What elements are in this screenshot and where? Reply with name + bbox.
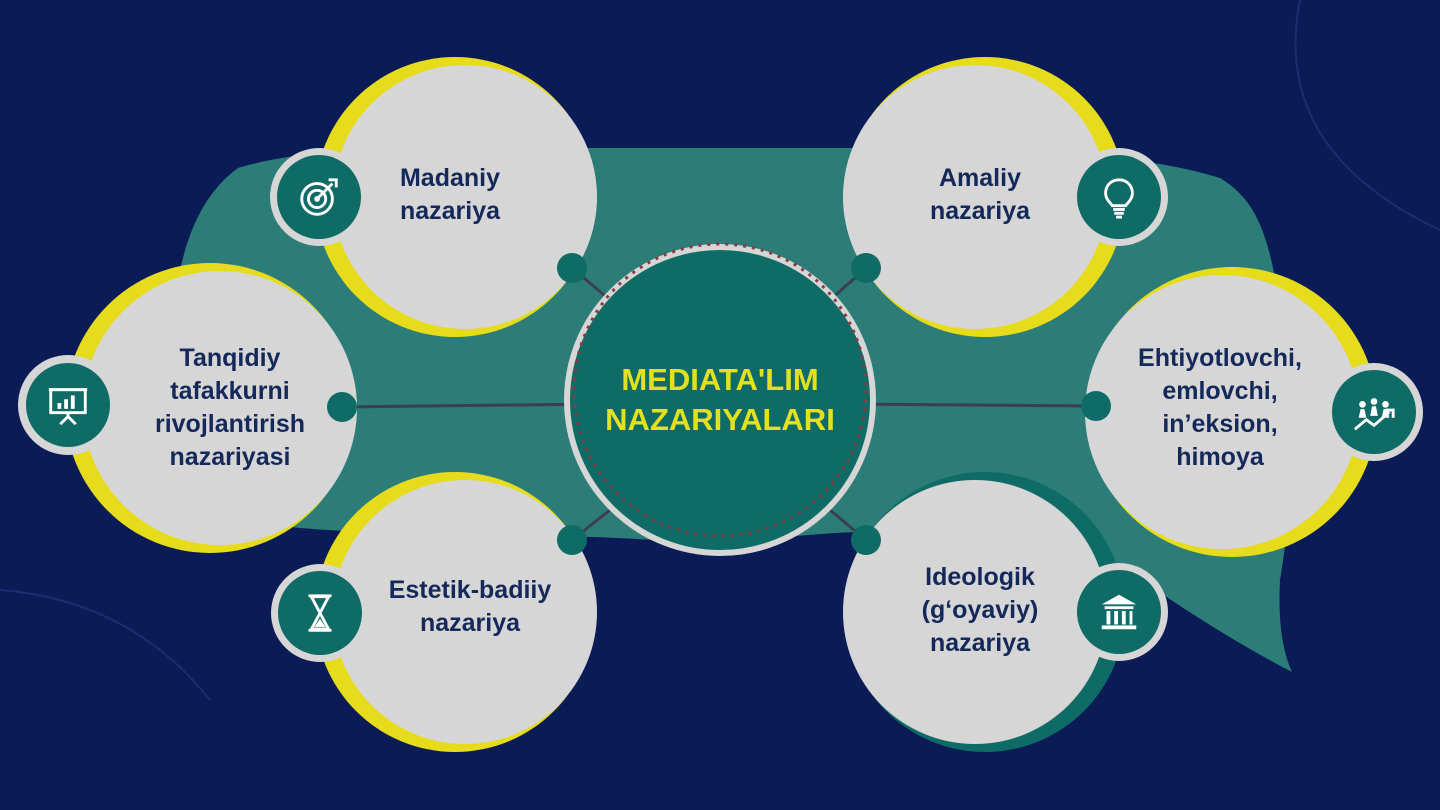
node-label-line: nazariya [929,628,1031,657]
connector-dots [327,253,1111,555]
node-label-amaliy: Amaliy nazariya [880,150,1080,240]
node-label-ehtiyotlovchi: Ehtiyotlovchi, emlovchi, in’eksion, himo… [1110,335,1330,480]
node-label-line: Tanqidiy [179,343,281,372]
node-label-madaniy: Madaniy nazariya [340,150,560,240]
growth-people-icon [1353,398,1395,431]
node-label-line: nazariya [929,197,1031,225]
center-title-line1: MEDIATA'LIM [621,362,819,397]
node-label-line: nazariya [419,609,521,637]
node-label-line: Estetik-badiiy [388,576,552,604]
center-circle [564,244,876,556]
center-dotted-ring [572,242,868,538]
decor-arc-left [0,589,211,701]
node-circle-tanqidiy [65,263,357,553]
node-circle-ideologik [843,472,1125,752]
badge-ehtiyotlovchi [1325,363,1423,461]
node-label-line: Madaniy [399,164,501,192]
hourglass-icon [308,594,332,632]
node-label-line: emlovchi, [1162,376,1278,405]
target-icon [300,178,338,216]
node-circle-ehtiyotlovchi [1085,267,1377,557]
connector-left [341,402,601,409]
node-label-line: nazariyasi [169,442,291,471]
badge-tanqidiy [18,355,118,455]
presentation-chart-icon [48,388,88,426]
node-label-line: himoya [1176,442,1264,471]
node-label-tanqidiy: Tanqidiy tafakkurni rivojlantirish nazar… [110,335,350,480]
node-label-line: tafakkurni [170,376,290,405]
node-label-line: nazariya [399,197,501,225]
node-label-line: rivojlantirish [154,409,306,438]
badge-amaliy [1070,148,1168,246]
center-title-line2: NAZARIYALARI [605,402,835,437]
node-label-line: (g‘oyaviy) [921,595,1039,624]
lightbulb-icon [1104,178,1134,219]
decor-arc-right [1294,0,1440,231]
badge-madaniy [270,148,368,246]
node-label-ideologik: Ideologik (g‘oyaviy) nazariya [870,555,1090,665]
node-label-line: Ideologik [925,562,1035,591]
badge-estetik [271,564,369,662]
connector-right [839,402,1097,408]
node-label-line: Ehtiyotlovchi, [1138,343,1302,372]
node-label-estetik: Estetik-badiiy nazariya [350,562,590,652]
node-circle-estetik [315,472,597,752]
bank-building-icon [1101,594,1137,630]
node-circle-madaniy [315,57,597,337]
node-label-line: in’eksion, [1162,409,1278,438]
node-label-line: Amaliy [939,164,1021,192]
center-title: MEDIATA'LIM NAZARIYALARI [575,350,865,450]
badge-ideologik [1070,563,1168,661]
node-circle-amaliy [843,57,1125,337]
